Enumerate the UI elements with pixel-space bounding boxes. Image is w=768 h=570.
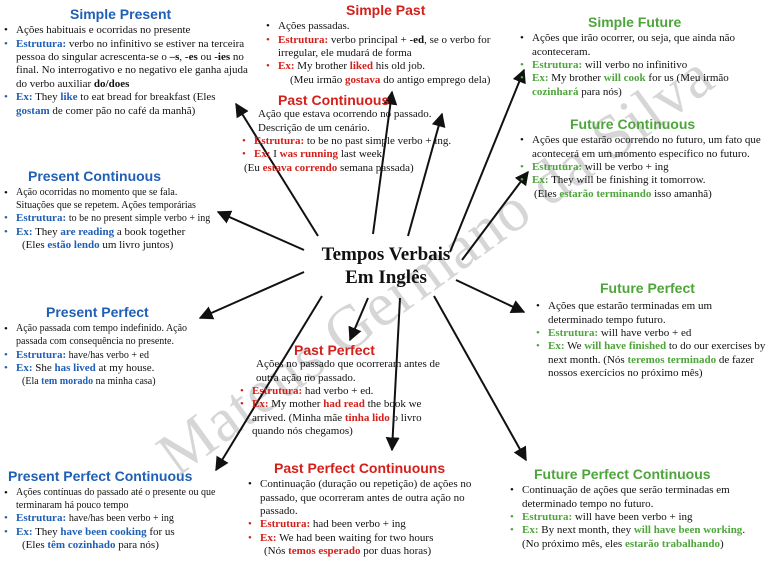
center-title-line1: Tempos Verbais (321, 244, 451, 265)
present-perfect-title: Present Perfect (46, 304, 149, 320)
arrow-present-continuous (216, 210, 305, 251)
simple-past-estrutura: •Estrutura: verbo principal + -ed, se o … (266, 33, 491, 59)
simple-present-estrutura: •Estrutura: verbo no infinitivo se estiv… (4, 37, 248, 90)
present-perfect-continuous-title: Present Perfect Continuous (8, 468, 193, 484)
future-continuous-block: Future Continuous •Ações que estarão oco… (516, 116, 766, 201)
future-continuous-translation: (Eles estarão terminando isso amanhã) (534, 187, 712, 200)
simple-future-desc: •Ações que irão ocorrer, ou seja, que ai… (520, 32, 735, 58)
arrow-simple-past (372, 90, 398, 235)
past-perfect-continuous-translation: (Nós temos esperado por duas horas) (264, 545, 432, 558)
present-continuous-translation: (Eles estão lendo um livro juntos) (22, 238, 174, 251)
simple-future-title: Simple Future (588, 14, 682, 30)
present-perfect-continuous-estrutura: •Estrutura: have/has been verbo + ing (4, 512, 174, 525)
center-title: Tempos Verbais Em Inglês (306, 244, 466, 290)
future-perfect-example: •Ex: We will have finished to do our exe… (536, 340, 766, 380)
past-continuous-block: Past Continuous Ação que estava ocorrend… (238, 92, 452, 175)
simple-past-title: Simple Past (346, 2, 426, 18)
simple-present-example: •Ex: They like to eat bread for breakfas… (4, 91, 216, 117)
future-perfect-continuous-desc: •Continuação de ações que serão terminad… (510, 484, 730, 510)
arrow-future-continuous (461, 170, 529, 261)
past-continuous-estrutura: •Estrutura: to be no past simple verbo +… (242, 134, 452, 147)
present-perfect-block: Present Perfect •Ação passada com tempo … (0, 304, 214, 388)
future-perfect-desc: •Ações que estarão terminadas em um dete… (536, 300, 713, 326)
present-perfect-translation: (Ela tem morado na minha casa) (22, 375, 156, 387)
past-continuous-title: Past Continuous (278, 92, 390, 108)
future-perfect-continuous-example: •Ex: By next month, they will have been … (510, 524, 746, 537)
future-continuous-estrutura: •Estrutura: will be verbo + ing (520, 160, 669, 173)
future-perfect-continuous-translation: (No próximo mês, eles estarão trabalhand… (522, 537, 724, 550)
present-perfect-continuous-translation: (Eles têm cozinhado para nós) (22, 538, 159, 551)
future-perfect-continuous-block: Future Perfect Continuous •Continuação d… (506, 466, 768, 551)
arrow-simple-present (235, 102, 319, 237)
present-continuous-title: Present Continuous (28, 168, 162, 184)
past-perfect-continuous-estrutura: •Estrutura: had been verbo + ing (248, 518, 406, 531)
present-continuous-block: Present Continuous •Ação ocorridas no mo… (0, 168, 214, 252)
past-perfect-desc: Ações no passado que ocorreram antes de … (256, 358, 440, 384)
simple-present-title: Simple Present (70, 6, 172, 22)
present-continuous-desc: •Ação ocorridas no momento que se fala. … (4, 187, 196, 212)
past-perfect-block: Past Perfect Ações no passado que ocorre… (236, 342, 450, 439)
present-continuous-estrutura: •Estrutura: to be no present simple verb… (4, 212, 211, 225)
arrow-past-perfect (348, 297, 369, 342)
simple-past-translation: (Meu irmão gostava do antigo emprego del… (290, 73, 491, 86)
arrow-simple-future (449, 68, 526, 253)
simple-future-example: •Ex: My brother will cook for us (Meu ir… (520, 72, 729, 98)
center-title-line2: Em Inglês (345, 266, 427, 288)
arrow-future-perfect (455, 279, 526, 313)
arrow-future-perfect-continuous (433, 295, 527, 462)
future-perfect-block: Future Perfect •Ações que estarão termin… (532, 280, 766, 381)
simple-present-desc: •Ações habituais e ocorridas no presente (4, 24, 191, 37)
present-perfect-estrutura: •Estrutura: have/has verbo + ed (4, 349, 149, 362)
present-perfect-continuous-block: Present Perfect Continuous •Ações contín… (0, 468, 230, 552)
simple-future-estrutura: •Estrutura: will verbo no infinitivo (520, 58, 688, 71)
present-continuous-example: •Ex: They are reading a book together (4, 225, 186, 238)
past-perfect-continuous-block: Past Perfect Continuouns •Continuação (d… (244, 460, 498, 559)
past-perfect-estrutura: •Estrutura: had verbo + ed. (240, 384, 374, 397)
past-perfect-continuous-example: •Ex: We had been waiting for two hours (248, 531, 434, 544)
future-perfect-title: Future Perfect (600, 280, 695, 296)
future-perfect-continuous-title: Future Perfect Continuous (534, 466, 711, 482)
past-perfect-example: •Ex: My mother had read the book we arri… (240, 398, 422, 438)
arrow-past-continuous (407, 112, 446, 237)
future-continuous-title: Future Continuous (570, 116, 696, 132)
past-continuous-example: •Ex: I was running last week (242, 148, 383, 161)
present-perfect-continuous-example: •Ex: They have been cooking for us (4, 525, 175, 538)
past-continuous-desc: Ação que estava ocorrendo no passado. De… (258, 108, 432, 134)
future-perfect-continuous-estrutura: •Estrutura: will have been verbo + ing (510, 510, 693, 523)
arrow-present-perfect (198, 271, 305, 320)
present-perfect-desc: •Ação passada com tempo indefinido. Ação… (4, 323, 188, 348)
past-perfect-continuous-desc: •Continuação (duração ou repetição) de a… (248, 478, 472, 517)
simple-past-block: Simple Past •Ações passadas. •Estrutura:… (262, 2, 510, 87)
simple-present-block: Simple Present •Ações habituais e ocorri… (0, 6, 248, 118)
present-perfect-continuous-desc: •Ações contínuas do passado até o presen… (4, 487, 216, 512)
simple-past-desc: •Ações passadas. (266, 20, 350, 33)
simple-past-example: •Ex: My brother liked his old job. (266, 60, 425, 73)
future-continuous-example: •Ex: They will be finishing it tomorrow. (520, 174, 706, 187)
past-perfect-title: Past Perfect (294, 342, 375, 358)
future-perfect-estrutura: •Estrutura: will have verbo + ed (536, 326, 692, 339)
past-continuous-translation: (Eu estava correndo semana passada) (244, 161, 414, 174)
present-perfect-example: •Ex: She has lived at my house. (4, 362, 155, 375)
arrow-past-perfect-continuous (385, 297, 401, 452)
simple-future-block: Simple Future •Ações que irão ocorrer, o… (516, 14, 766, 99)
future-continuous-desc: •Ações que estarão ocorrendo no futuro, … (520, 134, 761, 160)
arrow-present-perfect-continuous (215, 295, 323, 472)
past-perfect-continuous-title: Past Perfect Continuouns (274, 460, 446, 476)
